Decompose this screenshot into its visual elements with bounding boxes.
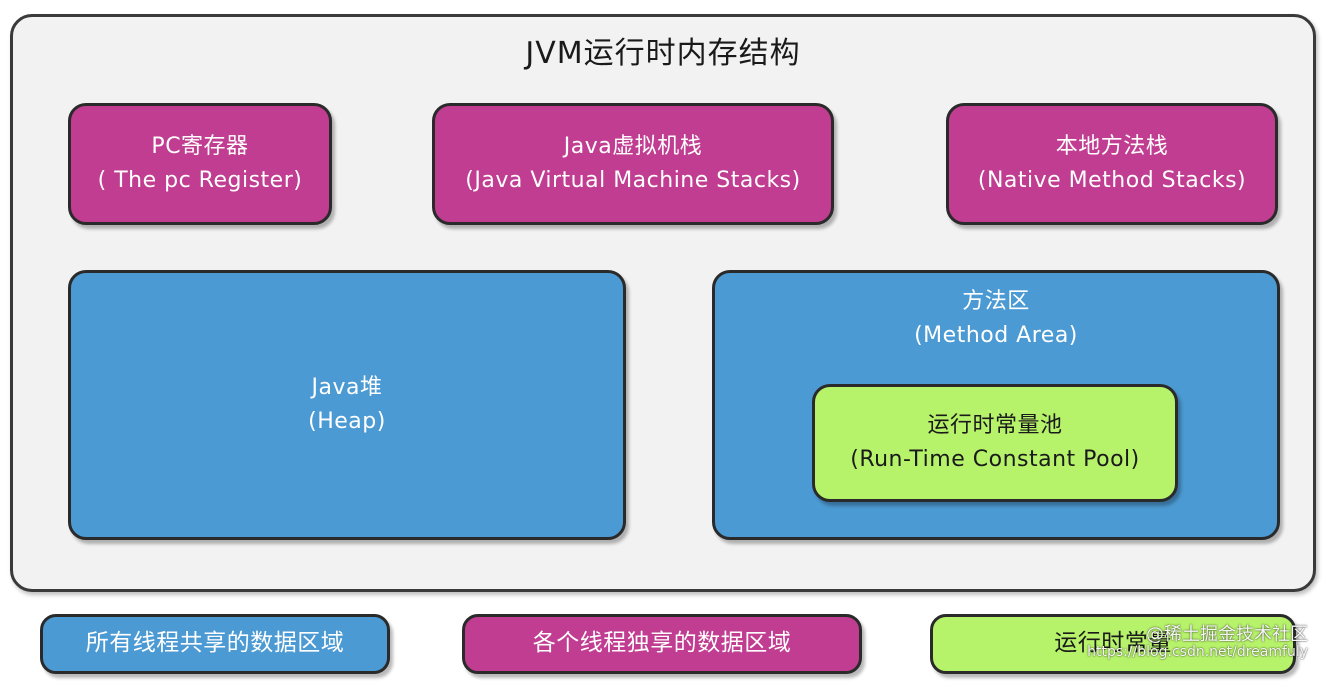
legend-shared: 所有线程共享的数据区域 (40, 614, 390, 674)
legend-constant: 运行时常量 (930, 614, 1296, 674)
heap-label-en: (Heap) (308, 409, 386, 434)
legend-constant-label: 运行时常量 (1054, 630, 1172, 657)
watermark: @稀土掘金技术社区 https://blog.csdn.net/dreamful… (1087, 624, 1308, 660)
native-method-stacks-box: 本地方法栈 (Native Method Stacks) (946, 103, 1278, 225)
legend-shared-label: 所有线程共享的数据区域 (85, 630, 345, 657)
runtime-constant-pool-box: 运行时常量池 (Run-Time Constant Pool) (812, 384, 1178, 502)
native-stacks-label: 本地方法栈 (1055, 133, 1169, 159)
heap-box: Java堆 (Heap) (68, 270, 626, 540)
method-area-label-en: (Method Area) (914, 323, 1078, 349)
heap-label: Java堆 (311, 374, 383, 400)
jvm-stacks-label-en: (Java Virtual Machine Stacks) (465, 168, 801, 193)
constant-pool-label-en: (Run-Time Constant Pool) (850, 447, 1140, 472)
legend-per-thread-label: 各个线程独享的数据区域 (532, 630, 792, 657)
native-stacks-label-en: (Native Method Stacks) (977, 168, 1247, 193)
pc-register-box: PC寄存器 ( The pc Register) (68, 103, 332, 225)
constant-pool-label: 运行时常量池 (927, 412, 1063, 438)
watermark-name: @稀土掘金技术社区 (1146, 624, 1308, 645)
jvm-stacks-box: Java虚拟机栈 (Java Virtual Machine Stacks) (432, 103, 834, 225)
watermark-url: https://blog.csdn.net/dreamfuly (1087, 643, 1308, 660)
legend-per-thread: 各个线程独享的数据区域 (462, 614, 862, 674)
pc-register-label: PC寄存器 (151, 133, 249, 159)
method-area-label: 方法区 (962, 289, 1030, 314)
jvm-stacks-label: Java虚拟机栈 (563, 133, 703, 159)
diagram-title: JVM运行时内存结构 (525, 36, 801, 71)
pc-register-label-en: ( The pc Register) (97, 168, 303, 193)
